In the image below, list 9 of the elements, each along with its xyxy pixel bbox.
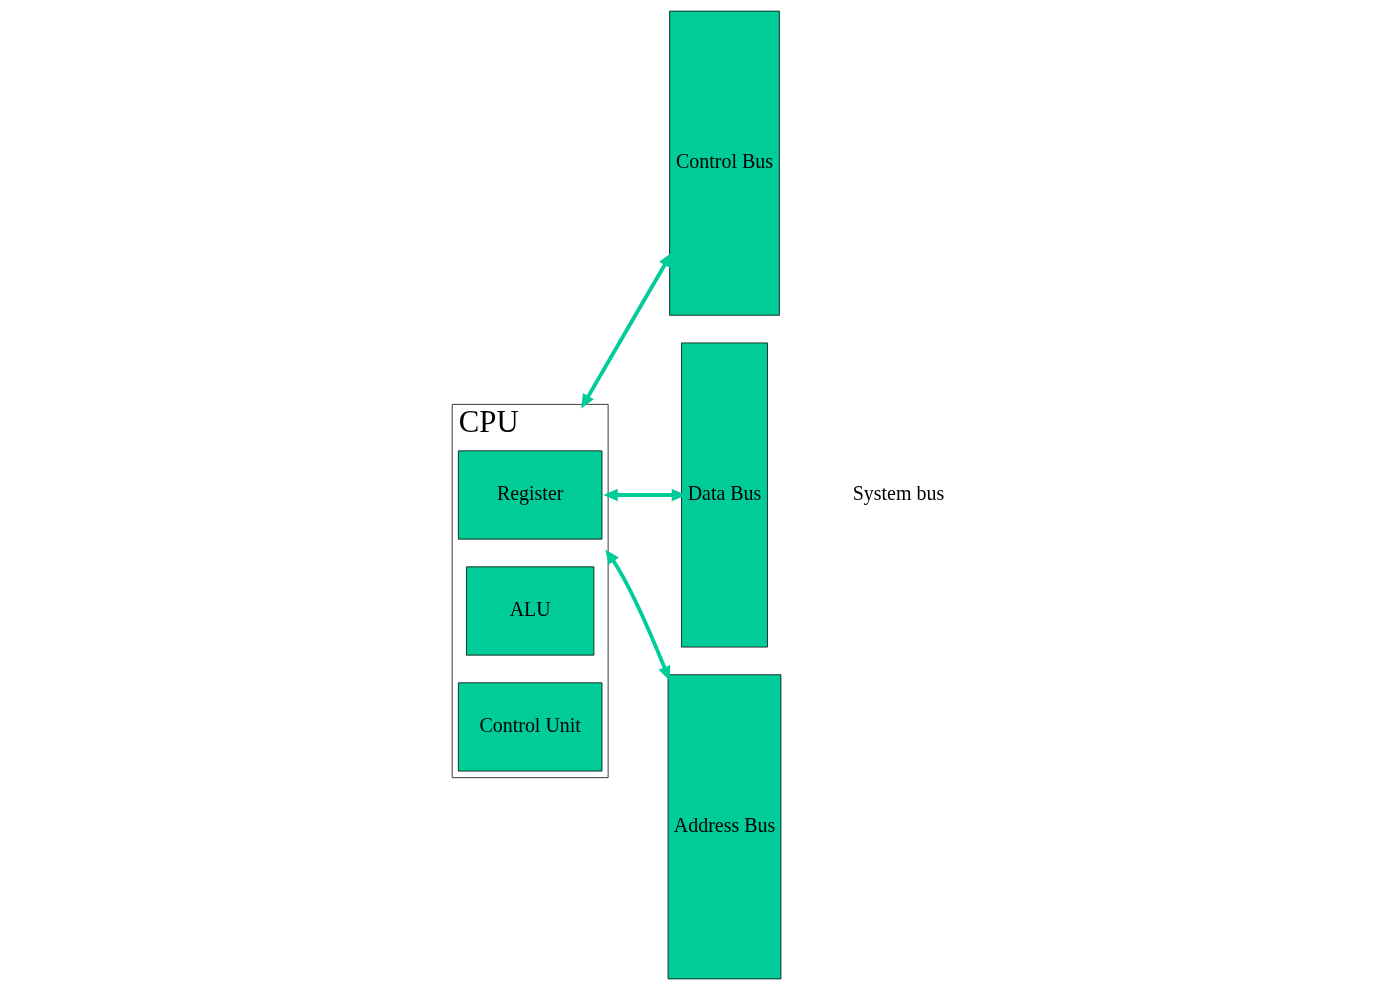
node-box: ALU <box>465 566 594 656</box>
node-box: Address Bus <box>667 674 781 980</box>
label: System bus <box>852 481 944 504</box>
arrow <box>580 252 672 409</box>
node-box: Data Bus <box>680 342 768 648</box>
node-box: Control Bus <box>668 10 780 316</box>
arrow <box>604 549 670 681</box>
node-box: Control Unit <box>457 682 602 772</box>
node-box: Register <box>457 450 602 540</box>
